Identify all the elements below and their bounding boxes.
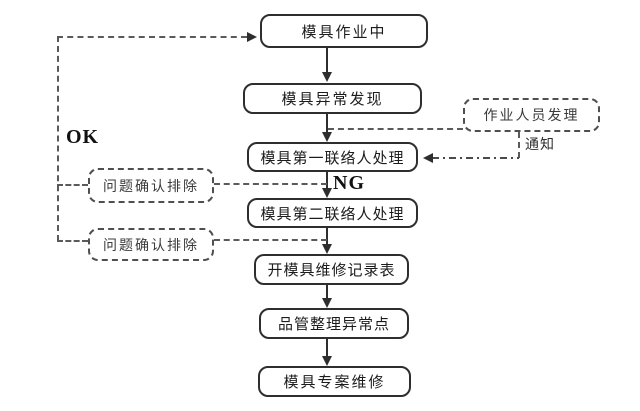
arrow-record-to-qc-line [326, 285, 328, 299]
issue1-to-ok-line [57, 184, 88, 186]
operator-notify-stub-line [518, 132, 520, 158]
node-repair-record-sheet: 开模具维修记录表 [254, 254, 409, 285]
node-repair-record-sheet-label: 开模具维修记录表 [267, 263, 396, 279]
arrow-operating-to-abnormal-head [322, 72, 332, 82]
node-issue-confirm-clear-1: 问题确认排除 [88, 168, 214, 203]
node-operator-handling-label: 作业人员发理 [483, 109, 580, 124]
arrow-contact2-to-record-head [322, 244, 332, 254]
arrow-qc-to-repair-line [326, 339, 328, 357]
node-abnormality-found-label: 模具异常发现 [281, 92, 384, 108]
node-special-repair: 模具专案维修 [258, 366, 411, 397]
arrow-operating-to-abnormal-line [326, 48, 328, 73]
ok-return-vertical-line [57, 36, 59, 241]
node-operator-handling: 作业人员发理 [463, 98, 600, 132]
node-second-contact-handling: 模具第二联络人处理 [247, 198, 418, 228]
arrow-contact1-to-contact2-head [322, 188, 332, 198]
ok-return-top-line [57, 36, 247, 38]
arrow-contact1-to-contact2-line [326, 172, 328, 189]
node-issue-confirm-clear-2: 问题确认排除 [88, 228, 214, 261]
ok-label: OK [66, 126, 100, 148]
node-mold-operating: 模具作业中 [260, 14, 428, 48]
node-qc-organize-points-label: 品管整理异常点 [277, 317, 390, 333]
arrow-abnormal-to-contact1-line [326, 114, 328, 133]
issue2-to-ok-line [57, 240, 88, 242]
node-second-contact-handling-label: 模具第二联络人处理 [260, 206, 405, 223]
arrow-abnormal-to-contact1-head [322, 132, 332, 142]
node-abnormality-found: 模具异常发现 [243, 83, 422, 114]
node-issue-confirm-clear-2-label: 问题确认排除 [103, 238, 199, 254]
issue2-to-flow-line [214, 239, 327, 241]
issue1-to-ng-branch-line [214, 183, 327, 185]
node-first-contact-handling: 模具第一联络人处理 [247, 142, 418, 172]
arrow-qc-to-repair-head [322, 356, 332, 366]
notify-to-contact1-arrow-head [423, 153, 433, 163]
node-qc-organize-points: 品管整理异常点 [259, 308, 409, 339]
node-special-repair-label: 模具专案维修 [283, 375, 386, 391]
arrow-contact2-to-record-line [326, 228, 328, 245]
node-issue-confirm-clear-1-label: 问题确认排除 [103, 179, 199, 195]
ng-label: NG [333, 172, 365, 194]
ok-return-arrow-head [247, 32, 257, 42]
abnormal-to-operator-line [328, 128, 463, 130]
notify-to-contact1-dashdot-line [432, 157, 519, 159]
node-first-contact-handling-label: 模具第一联络人处理 [260, 150, 405, 167]
arrow-record-to-qc-head [322, 298, 332, 308]
node-mold-operating-label: 模具作业中 [301, 24, 387, 41]
notify-label: 通知 [525, 138, 555, 153]
